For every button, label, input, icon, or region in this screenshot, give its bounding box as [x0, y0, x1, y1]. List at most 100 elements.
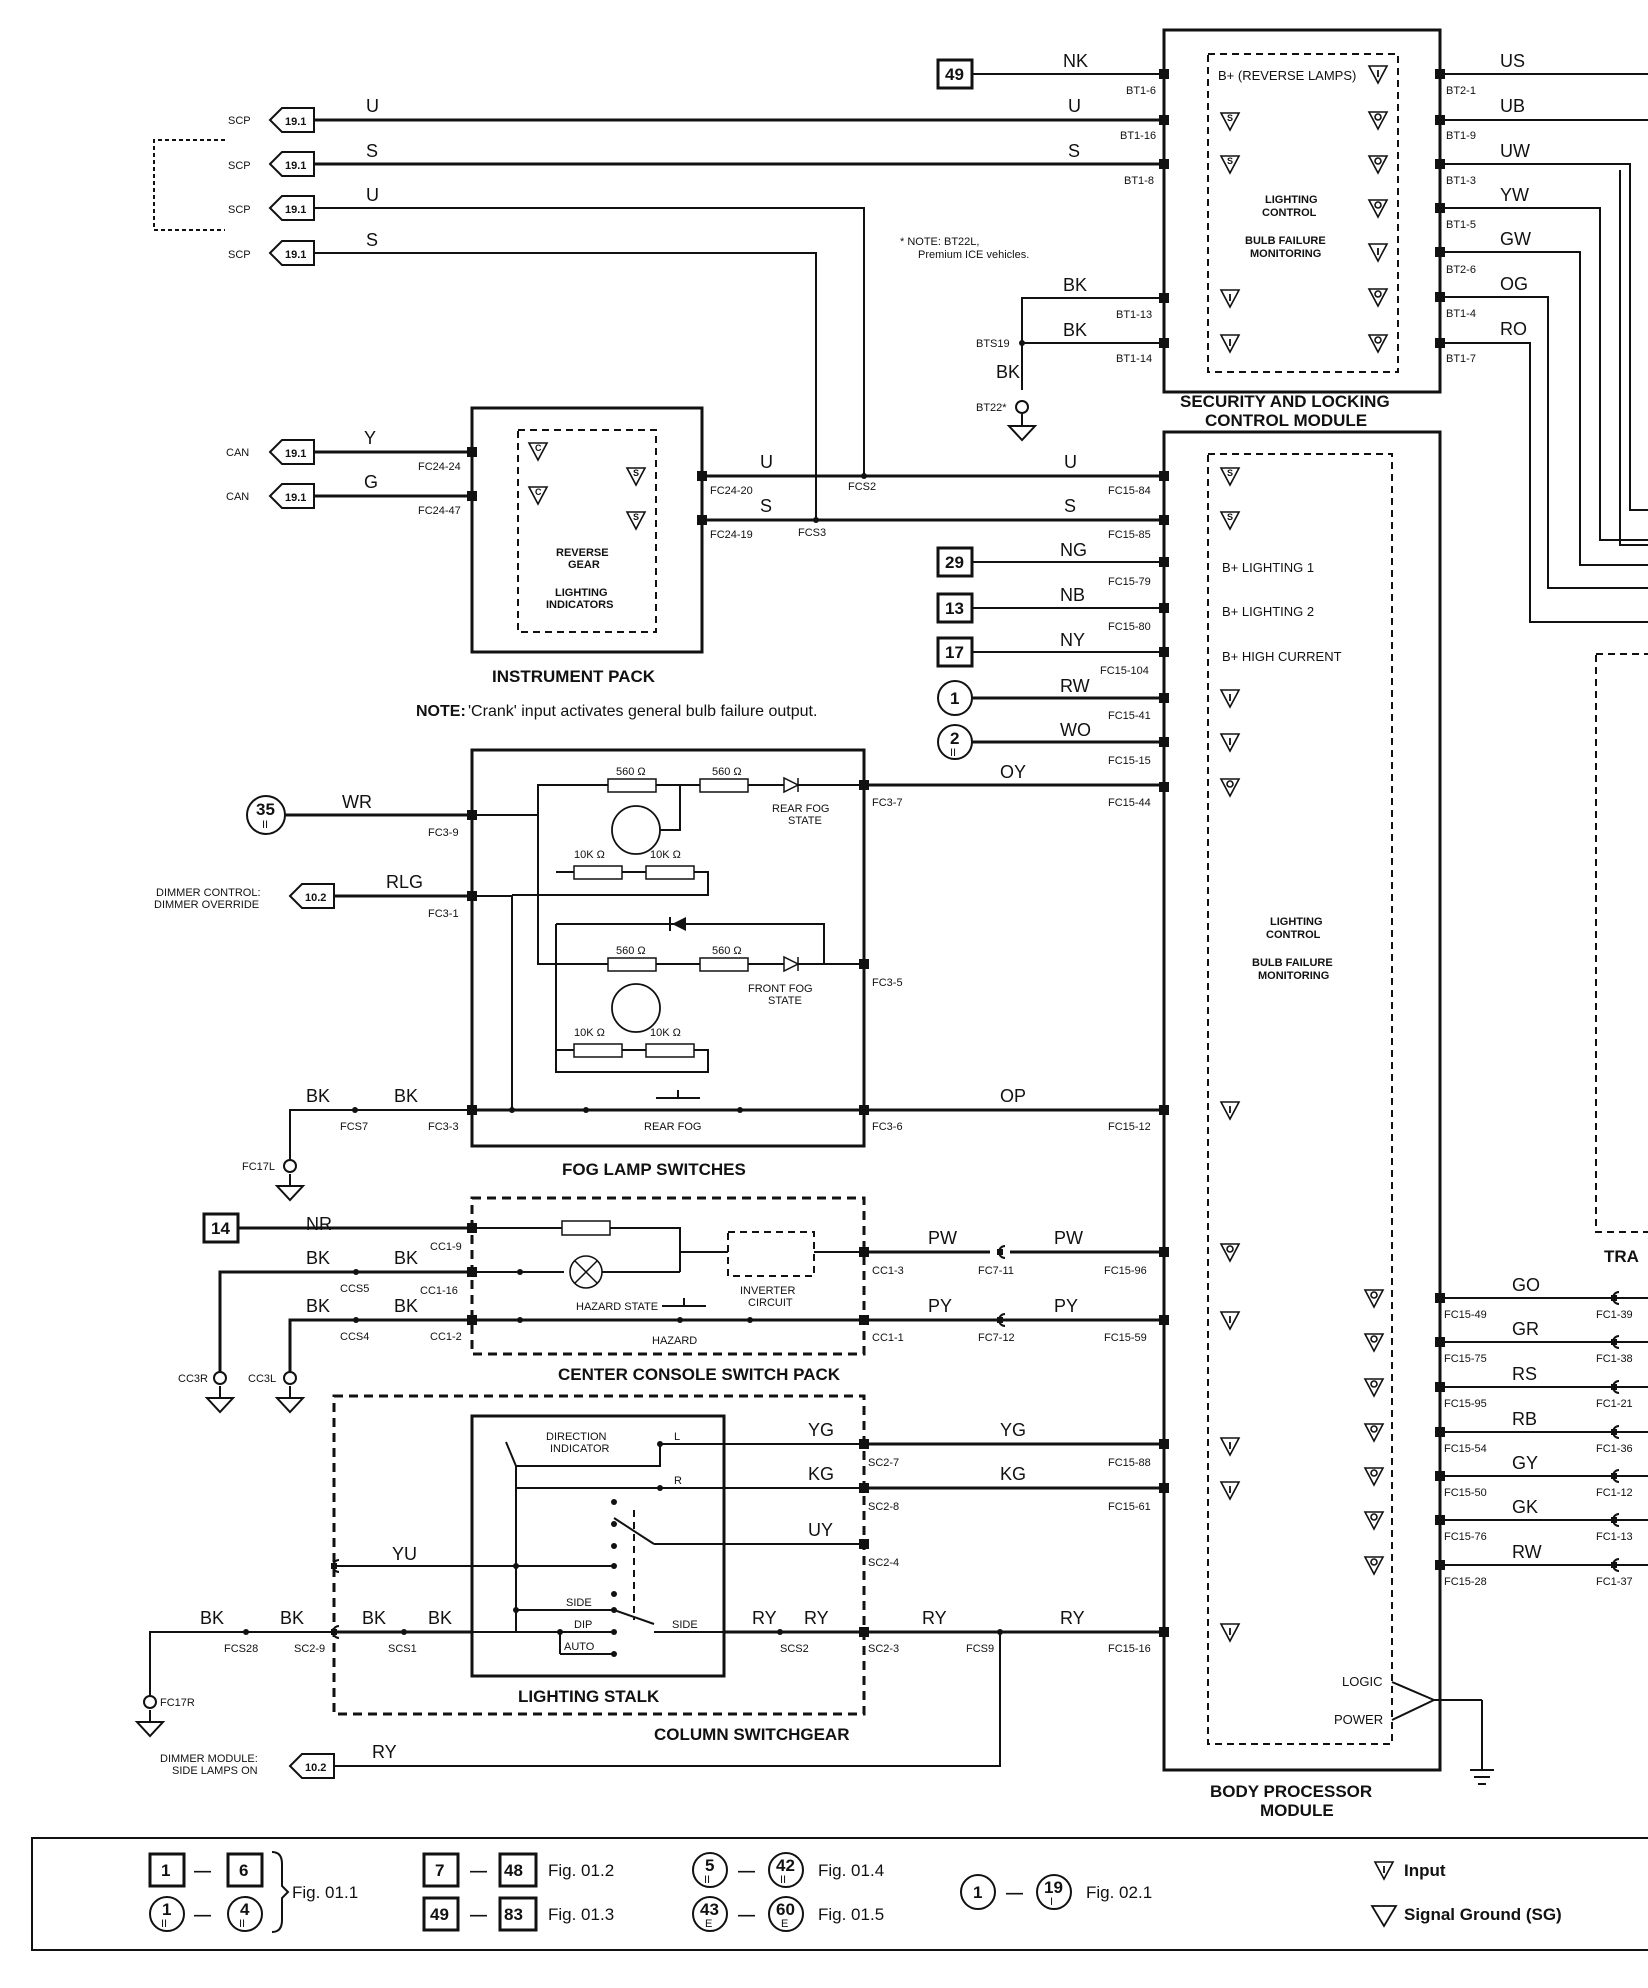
sources-dimmer1: DIMMER CONTROL:: [156, 887, 261, 899]
security-title-1: SECURITY AND LOCKING: [1180, 392, 1390, 411]
wires-bk: BK: [200, 1608, 224, 1628]
legend-sg: Signal Ground (SG): [1404, 1905, 1562, 1924]
wire-YW: YW: [1500, 185, 1529, 205]
pins-fc15-44: FC15-44: [1108, 797, 1151, 809]
bplus-inputs: 29 13 17 1 2 II: [936, 546, 1169, 792]
wires-s: S: [1068, 141, 1080, 161]
legend-c1: 7: [435, 1861, 444, 1880]
pins-fc3-3: FC3-3: [428, 1121, 459, 1133]
pins-fc15-104: FC15-104: [1100, 665, 1149, 677]
console-title: CENTER CONSOLE SWITCH PACK: [558, 1365, 841, 1384]
security-output-labels: US UB UW YW GW OG RO BT2-1 BT1-9 BT1-3 B…: [1446, 51, 1531, 365]
wires-py: PY: [928, 1296, 952, 1316]
pins-fc24-47: FC24-47: [418, 505, 461, 517]
wires-kg: KG: [808, 1464, 834, 1484]
stalk-title: LIGHTING STALK: [518, 1687, 660, 1706]
wires-pw: PW: [1054, 1228, 1083, 1248]
pins-fc1-12: FC1-12: [1596, 1487, 1633, 1499]
wires-ry: RY: [1060, 1608, 1085, 1628]
legend-b2: 4: [240, 1900, 250, 1919]
sources-c1: 1: [950, 689, 959, 708]
column-title: COLUMN SWITCHGEAR: [654, 1725, 849, 1744]
legend-b1: 1: [162, 1900, 171, 1919]
legend-dash: —: [194, 1861, 211, 1880]
pins-scs2: SCS2: [780, 1643, 809, 1655]
security-ground-wiring: [1008, 297, 1164, 441]
modules-instrument-t4: INDICATORS: [546, 599, 613, 611]
pins-fc15-76: FC15-76: [1444, 1531, 1487, 1543]
pin-bt1-4: BT1-4: [1446, 308, 1476, 320]
pins-fc15-16: FC15-16: [1108, 1643, 1151, 1655]
wires-pw: PW: [928, 1228, 957, 1248]
sources-b17: 17: [945, 643, 964, 662]
modules-column-dip: DIP: [574, 1619, 592, 1631]
legend-ii: II: [161, 1918, 167, 1930]
wires-rb: RB: [1512, 1409, 1537, 1429]
modules-column-r: R: [674, 1475, 682, 1487]
wires-nr: NR: [306, 1214, 332, 1234]
bpm-inner-3: BULB FAILURE: [1252, 957, 1333, 969]
pins-fc15-85: FC15-85: [1108, 529, 1151, 541]
console-external: [206, 1223, 1169, 1413]
wires-gr: GR: [1512, 1319, 1539, 1339]
pins-scs1: SCS1: [388, 1643, 417, 1655]
legend-ii: II: [239, 1918, 245, 1930]
wires-bk: BK: [428, 1608, 452, 1628]
bpm-inner-1: LIGHTING: [1270, 916, 1323, 928]
note-bt22b: Premium ICE vehicles.: [918, 249, 1029, 261]
pin-bt1-5: BT1-5: [1446, 219, 1476, 231]
modules-fog-r10k: 10K Ω: [574, 1027, 605, 1039]
pins-sc2-9: SC2-9: [294, 1643, 325, 1655]
wires-bk: BK: [394, 1296, 418, 1316]
wires-uy: UY: [808, 1520, 833, 1540]
transmission-title: TRA: [1604, 1247, 1639, 1266]
sources-ii: II: [950, 747, 956, 759]
pins-cc3r: CC3R: [178, 1373, 208, 1385]
fog-title: FOG LAMP SWITCHES: [562, 1160, 746, 1179]
security-title-2: CONTROL MODULE: [1205, 411, 1367, 430]
sources-ref102: 10.2: [305, 892, 326, 904]
instrument-title: INSTRUMENT PACK: [492, 667, 656, 686]
fog-internal-circuit: 560 Ω 560 Ω 10K Ω 10K Ω REAR FOG STATE 5…: [472, 766, 864, 1133]
legend-f2: 60: [776, 1900, 795, 1919]
wires-bk: BK: [996, 362, 1020, 382]
modules-column-side: SIDE: [566, 1597, 592, 1609]
sources-ii: II: [262, 819, 268, 831]
legend-fig021: Fig. 02.1: [1086, 1883, 1152, 1902]
wires-nb: NB: [1060, 585, 1085, 605]
wires-oy: OY: [1000, 762, 1026, 782]
wires-rw2: RW: [1512, 1542, 1542, 1562]
pins-bt1-8: BT1-8: [1124, 175, 1154, 187]
pins-fc3-5: FC3-5: [872, 977, 903, 989]
legend-input: Input: [1404, 1861, 1446, 1880]
legend-fig015: Fig. 01.5: [818, 1905, 884, 1924]
pins-fc15-96: FC15-96: [1104, 1265, 1147, 1277]
bpm-title-2: MODULE: [1260, 1801, 1334, 1820]
bpm-title-1: BODY PROCESSOR: [1210, 1782, 1372, 1801]
pins-fc24-20: FC24-20: [710, 485, 753, 497]
modules-column-auto: AUTO: [564, 1641, 595, 1653]
pins-fc3-1: FC3-1: [428, 908, 459, 920]
modules-fog-r10k: 10K Ω: [574, 849, 605, 861]
legend-d1: 49: [430, 1905, 449, 1924]
pins-bt1-6: BT1-6: [1126, 85, 1156, 97]
column-switchgear-box: [332, 1394, 866, 1716]
modules-console-inv2: CIRCUIT: [748, 1297, 793, 1309]
modules-column-di1: DIRECTION: [546, 1431, 607, 1443]
wires-ry: RY: [752, 1608, 777, 1628]
pins-ccs4: CCS4: [340, 1331, 369, 1343]
modules-fog-front_state2: STATE: [768, 995, 802, 1007]
sources-b14: 14: [211, 1219, 230, 1238]
pins-fc3-9: FC3-9: [428, 827, 459, 839]
pins-fc7-11: FC7-11: [978, 1265, 1014, 1277]
wires-u: U: [760, 452, 773, 472]
instrument-pack-box: [470, 406, 704, 654]
pins-fc17l: FC17L: [242, 1161, 275, 1173]
modules-console-inv1: INVERTER: [740, 1285, 795, 1297]
sec-bplus-label: B+ (REVERSE LAMPS): [1218, 68, 1356, 83]
wire-RO: RO: [1500, 319, 1527, 339]
wires-bk: BK: [394, 1086, 418, 1106]
legend-ii: II: [704, 1874, 710, 1886]
pins-fc15-80: FC15-80: [1108, 621, 1151, 633]
pins-fc15-95: FC15-95: [1444, 1398, 1487, 1410]
